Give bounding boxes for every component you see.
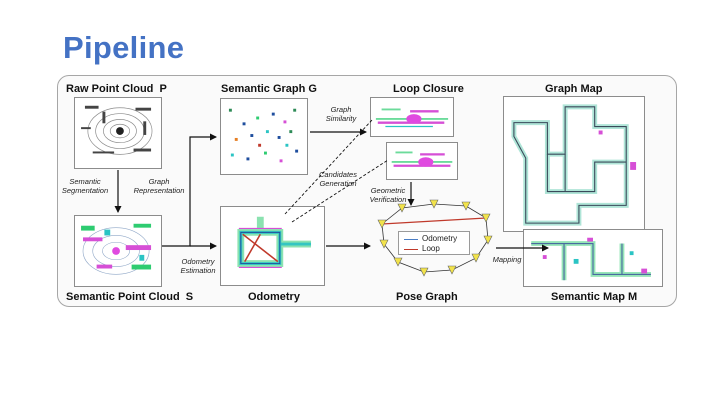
- edge-semantic-segmentation-line-1: Semantic: [69, 177, 101, 186]
- legend-odometry-swatch: [404, 238, 418, 240]
- legend-odometry: Odometry: [404, 234, 457, 244]
- edge-graph-similarity-line-2: Similarity: [325, 114, 357, 123]
- loop-closure-visual-2: [391, 151, 453, 167]
- edge-candidates-generation-line-1: Candidates: [319, 170, 357, 179]
- edge-candidates-generation-line-2: Generation: [319, 179, 357, 188]
- odometry-label: Odometry: [248, 291, 300, 303]
- edge-odometry-estimation-line-2: Estimation: [180, 266, 216, 275]
- legend-loop: Loop: [404, 244, 440, 254]
- loop-closure-visual-1: [375, 108, 449, 128]
- semantic-graph-visual: [228, 108, 299, 163]
- edge-label-mapping: Mapping: [490, 255, 524, 264]
- pose-graph-visual: [377, 199, 493, 277]
- slide-title: Pipeline: [63, 30, 185, 65]
- loop-closure-image-1: [370, 97, 454, 137]
- pose-graph-image: [372, 196, 498, 281]
- odometry-visual: [237, 216, 312, 269]
- odometry-image: [220, 206, 325, 286]
- raw-point-cloud-label: Raw Point Cloud P: [66, 83, 167, 95]
- raw-point-cloud-visual: [81, 105, 153, 155]
- graph-map-image: [503, 96, 645, 232]
- raw-point-cloud-image: [74, 97, 162, 169]
- edge-odometry-estimation-line-1: Odometry: [181, 257, 215, 266]
- loop-closure-image-2: [386, 142, 458, 180]
- semantic-point-cloud-visual: [81, 223, 152, 275]
- semantic-map-visual: [531, 237, 651, 281]
- semantic-point-cloud-label: Semantic Point Cloud S: [66, 291, 194, 303]
- semantic-graph-label: Semantic Graph G: [221, 83, 317, 95]
- edge-label-candidates-generation: Candidates Generation: [310, 170, 366, 188]
- edge-label-graph-similarity: Graph Similarity: [318, 105, 364, 123]
- pose-graph-label: Pose Graph: [396, 291, 458, 303]
- semantic-graph-image: [220, 98, 308, 175]
- edge-semantic-segmentation-line-2: Segmentation: [61, 186, 109, 195]
- graph-map-label: Graph Map: [545, 83, 603, 95]
- edge-label-odometry-estimation: Odometry Estimation: [176, 257, 220, 275]
- pose-graph-legend: Odometry Loop: [398, 231, 470, 255]
- edge-graph-similarity-line-1: Graph: [330, 105, 352, 114]
- legend-loop-label: Loop: [422, 244, 440, 253]
- edge-label-graph-representation: Graph Representation: [128, 177, 190, 195]
- graph-map-visual: [511, 104, 637, 226]
- edge-label-semantic-segmentation: Semantic Segmentation: [58, 177, 112, 195]
- legend-loop-swatch: [404, 248, 418, 250]
- edge-geometric-verification-line-2: Verification: [369, 195, 407, 204]
- legend-odometry-label: Odometry: [422, 234, 458, 243]
- loop-closure-label: Loop Closure: [393, 83, 464, 95]
- semantic-map-image: [523, 229, 663, 287]
- semantic-map-label: Semantic Map M: [551, 291, 638, 303]
- edge-geometric-verification-line-1: Geometric: [370, 186, 406, 195]
- semantic-point-cloud-image: [74, 215, 162, 287]
- edge-label-geometric-verification: Geometric Verification: [366, 186, 410, 204]
- edge-graph-representation-line-1: Graph: [148, 177, 170, 186]
- edge-graph-representation-line-2: Representation: [133, 186, 185, 195]
- edge-mapping-line-1: Mapping: [492, 255, 522, 264]
